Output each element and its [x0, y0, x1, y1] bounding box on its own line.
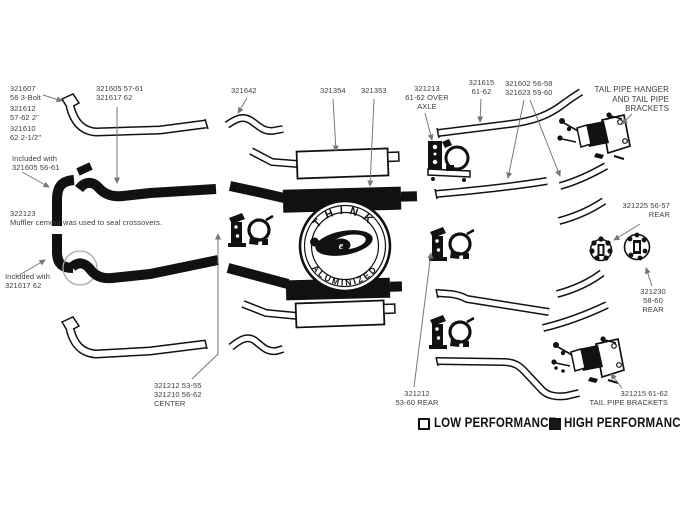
label-321212-rear: 321212 53-60 REAR: [395, 389, 439, 407]
label-322123-note: 322123 Muffler cement was used to seal c…: [10, 209, 163, 227]
legend-low-performance-swatch: [418, 418, 430, 430]
label-321615: 321615 61-62: [468, 78, 495, 96]
legend-high-performance-swatch: [549, 418, 561, 430]
label-included-lower: Included with 321617 62: [5, 272, 51, 290]
label-321607: 321607 56 3-Bolt: [10, 84, 41, 102]
tail-pipe-rear-curve-mid-drawing: [555, 269, 605, 298]
label-321602-321623: 321602 56-58 321623 59-60: [505, 79, 553, 97]
label-321213: 321213 61-62 OVER AXLE: [405, 84, 449, 111]
rear-hanger-small-drawing: [589, 236, 613, 262]
label-321612: 321612 57-62 2": [10, 104, 39, 122]
label-321230: 321230 58-60 REAR: [640, 287, 666, 314]
muffler-high-perf-upper-drawing: [228, 181, 418, 213]
logo-dot: [310, 237, 319, 247]
label-321605-321617: 321605 57-61 321617 62: [96, 84, 144, 102]
over-axle-hanger-drawing: [426, 137, 472, 184]
center-clamp-assembly-drawing: [226, 211, 275, 249]
think-aluminized-logo: THINK ALUMINIZED e: [298, 199, 392, 293]
legend-high-performance-label: HIGH PERFORMANCE: [564, 415, 680, 430]
front-pipe-high-perf-lower-drawing: [68, 255, 220, 284]
front-pipe-high-perf-upper-drawing: [52, 162, 217, 226]
rear-clamp-assembly-lower-drawing: [427, 313, 476, 351]
label-center-clamps: 321212 53-55 321210 56-62 CENTER: [154, 381, 202, 408]
tail-pipe-front-section-drawing: [434, 162, 608, 200]
leader-lines: [15, 94, 653, 389]
rear-hanger-large-drawing: [623, 222, 665, 272]
tail-pipe-s-bend-drawing: [435, 356, 580, 401]
tail-pipe-rear-curve-upper-drawing: [557, 197, 607, 225]
muffler-low-perf-upper-drawing: [249, 147, 400, 180]
extension-pipe-lower-drawing: [228, 334, 285, 356]
legend-low-performance-label: LOW PERFORMANCE: [434, 415, 557, 430]
logo-monogram: e: [339, 241, 344, 252]
tail-pipe-lower-straight-drawing: [435, 288, 550, 316]
label-321642: 321642: [231, 86, 257, 95]
muffler-low-perf-lower-drawing: [241, 299, 396, 329]
tail-pipe-hanger-bracket-upper-drawing: [556, 111, 631, 160]
tail-pipe-rear-curve-lower-drawing: [542, 301, 609, 332]
rear-clamp-assembly-drawing: [427, 225, 476, 263]
label-321215: 321215 61-62 TAIL PIPE BRACKETS: [589, 389, 668, 407]
label-321354: 321354: [320, 86, 346, 95]
extension-pipe-upper-drawing: [224, 113, 284, 136]
tail-pipe-321615-drawing: [436, 88, 584, 139]
crossover-highlight-circle: [62, 250, 98, 286]
front-pipe-low-perf-lower-drawing: [60, 316, 208, 359]
label-tail-pipe-hanger-note: TAIL PIPE HANGER AND TAIL PIPE BRACKETS: [594, 85, 669, 114]
label-321225: 321225 56-57 REAR: [622, 201, 670, 219]
front-pipe-low-perf-upper-drawing: [60, 93, 209, 137]
label-321353: 321353: [361, 86, 387, 95]
crossover-elbow-lower-drawing: [52, 234, 98, 286]
label-321610: 321610 62 2-1/2": [10, 124, 42, 142]
label-included-upper: Included with 321605 56-61: [12, 154, 60, 172]
